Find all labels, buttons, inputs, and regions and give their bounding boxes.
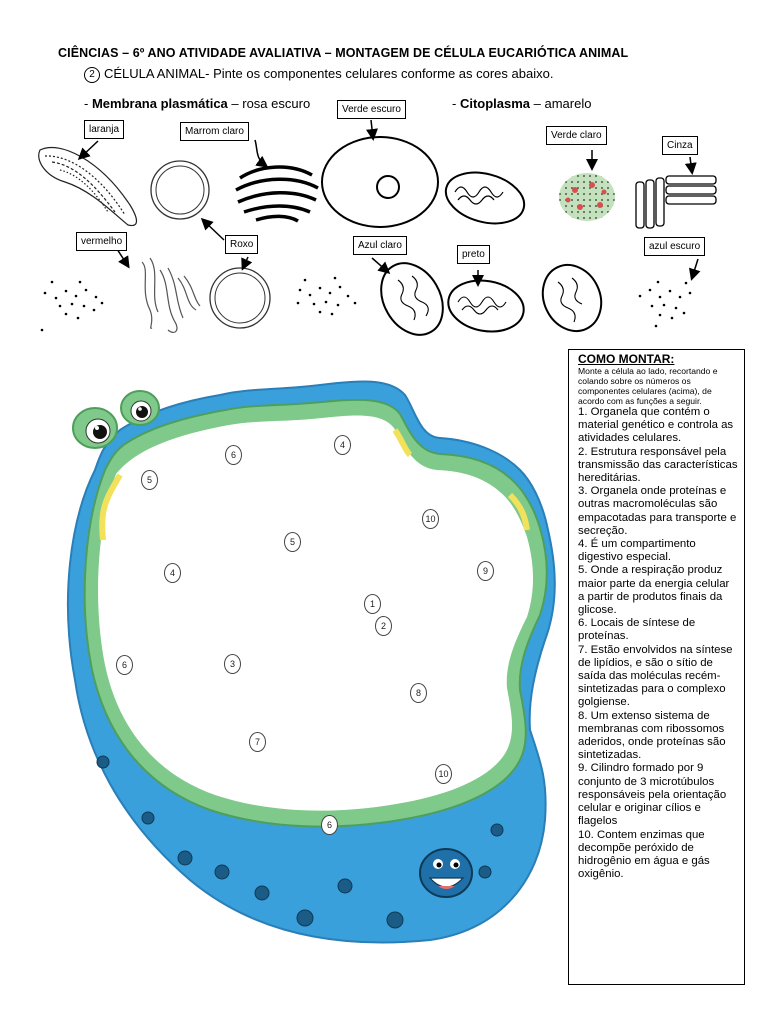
nucleus-cell-icon xyxy=(321,136,439,228)
label-preto: preto xyxy=(457,245,490,264)
label-azul-escuro: azul escuro xyxy=(644,237,706,256)
cell-number-3: 3 xyxy=(224,654,241,674)
instruction-item: 5. Onde a respiração produz maior parte … xyxy=(578,564,730,617)
cell-illustration xyxy=(66,380,556,944)
instruction-item: 1. Organela que contém o material genéti… xyxy=(578,406,734,445)
cell-number-6a: 6 xyxy=(225,445,242,465)
label-verde-escuro: Verde escuro xyxy=(337,100,406,119)
smooth-er-icon xyxy=(141,257,201,334)
instruction-item: 4. É um compartimento digestivo especial… xyxy=(578,538,696,564)
instruction-item: 7. Estão envolvidos na síntese de lipídi… xyxy=(578,643,733,709)
mitochondrion-azul-claro-icon xyxy=(380,262,444,336)
label-vermelho: vermelho xyxy=(76,232,128,251)
centriole-icon xyxy=(635,175,717,229)
cell-number-6c: 6 xyxy=(321,815,338,835)
subtitle-heading: CÉLULA ANIMAL xyxy=(104,66,206,81)
ribosomes-icon xyxy=(40,280,104,332)
instruction-item: 10. Contem enzimas que decompõe peróxido… xyxy=(578,828,710,881)
worksheet-subtitle: 2 CÉLULA ANIMAL- Pinte os componentes cel… xyxy=(84,66,553,83)
ribosomes-icon-3 xyxy=(638,280,692,328)
mitochondrion-preto-icon xyxy=(447,279,525,333)
label-roxo: Roxo xyxy=(225,235,259,254)
cell-number-2: 2 xyxy=(375,616,392,636)
label-cinza: Cinza xyxy=(662,136,698,155)
instruction-item: 9. Cilindro formado por 9 conjunto de 3 … xyxy=(578,762,727,828)
eyes-icon xyxy=(72,390,160,449)
instructions-title: COMO MONTAR: xyxy=(578,352,675,366)
cell-number-8: 8 xyxy=(410,683,427,703)
subtitle-instruction: - Pinte os componentes celulares conform… xyxy=(205,66,554,81)
cell-number-4b: 4 xyxy=(164,563,181,583)
cell-number-9: 9 xyxy=(477,561,494,581)
cell-number-10a: 10 xyxy=(422,509,439,529)
label-verde-claro: Verde claro xyxy=(546,126,607,145)
worksheet-header: CIÊNCIAS – 6º ANO ATIVIDADE AVALIATIVA –… xyxy=(58,46,629,60)
label-azul-claro: Azul claro xyxy=(353,236,407,255)
cell-number-4a: 4 xyxy=(334,435,351,455)
mitochondrion-plain-icon xyxy=(541,263,603,333)
smiley-face-icon xyxy=(419,848,473,898)
instructions-intro: Monte a célula ao lado, recortando e col… xyxy=(578,366,718,406)
label-laranja: laranja xyxy=(84,120,125,139)
cell-number-5a: 5 xyxy=(141,470,158,490)
question-number: 2 xyxy=(84,66,100,83)
vesicle-icon xyxy=(150,160,210,220)
instructions-box: COMO MONTAR: Monte a célula ao lado, rec… xyxy=(568,349,745,985)
mitochondrion-icon xyxy=(444,171,526,225)
instruction-item: 2. Estrutura responsável pela transmissã… xyxy=(578,445,738,485)
instruction-item: 6. Locais de síntese de proteínas. xyxy=(578,617,696,643)
legend-membrane: - Membrana plasmática – rosa escuro xyxy=(84,96,311,111)
cell-number-1: 1 xyxy=(364,594,381,614)
label-marrom-claro: Marrom claro xyxy=(180,122,249,141)
cell-number-10b: 10 xyxy=(435,764,452,784)
crescent-organelle-icon xyxy=(38,146,138,227)
instruction-item: 3. Organela onde proteínas e outras macr… xyxy=(578,485,737,537)
cell-number-7: 7 xyxy=(249,732,266,752)
legend-cytoplasm: - Citoplasma – amarelo xyxy=(452,96,592,111)
lysosome-icon xyxy=(209,267,271,329)
cell-number-6b: 6 xyxy=(116,655,133,675)
ribosomes-icon-2 xyxy=(296,276,357,316)
instruction-item: 8. Um extenso sistema de membranas com r… xyxy=(578,709,726,762)
golgi-icon xyxy=(235,165,319,223)
cell-number-5b: 5 xyxy=(284,532,301,552)
speckled-organelle-icon xyxy=(559,173,615,221)
